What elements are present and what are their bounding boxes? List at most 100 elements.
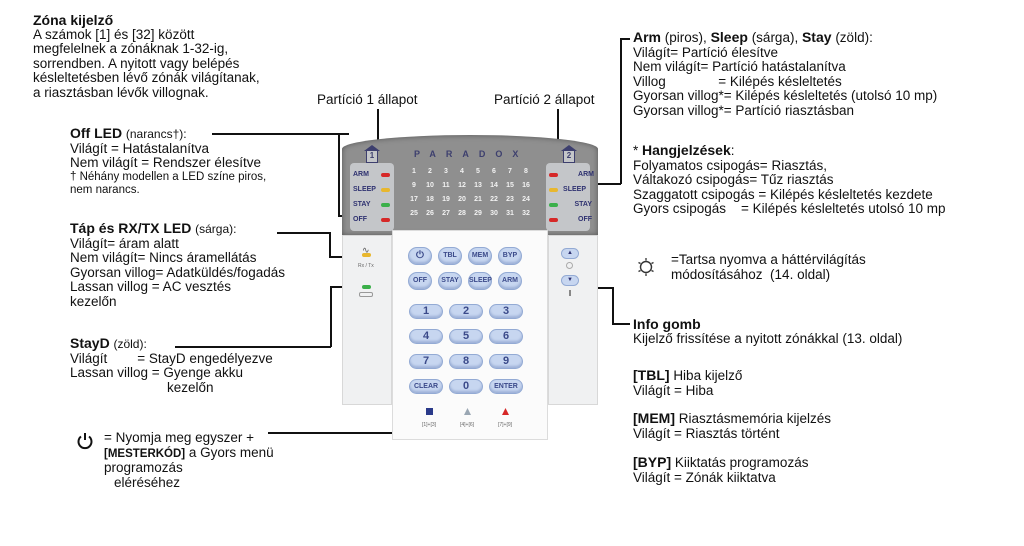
zone-indicator-9: 9 [412,182,416,189]
mem-description: [MEM] Riasztásmemória kijelzés Világít =… [633,411,831,441]
rxtx-label: Rx / Tx [358,263,374,269]
zone-indicator-24: 24 [522,196,530,203]
power-key-line: a Gyors menü [188,444,274,460]
beeps-title: Hangjelzések [642,142,731,158]
key-power[interactable]: ⏻ [408,247,432,265]
zone-indicator-20: 20 [458,196,466,203]
arm-qualifier: (piros), [664,30,707,45]
partition-1-off-led [381,218,390,222]
fire-panic-label: [7]+[9] [498,422,513,428]
zone-indicator-29: 29 [474,210,482,217]
beeps-suffix: : [730,143,735,158]
key-enter[interactable]: ENTER [489,379,523,394]
key-9[interactable]: 9 [489,354,523,369]
zone-indicator-27: 27 [442,210,450,217]
stayd-leader-line [175,346,331,348]
key-3[interactable]: 3 [489,304,523,319]
power-led-title: Táp és RX/TX LED [70,220,192,236]
zone-display-line: A számok [1] és [32] között [33,26,195,42]
zone-indicator-31: 31 [506,210,514,217]
key-byp[interactable]: BYP [498,247,522,265]
key-mem[interactable]: MEM [468,247,492,265]
key-8[interactable]: 8 [449,354,483,369]
ac-power-icon: ∿ [362,245,370,255]
off-led-note: nem narancs. [70,183,140,196]
power-led-line: kezelőn [70,293,117,309]
zone-display-line: megfelelnek a zónáknak 1-32-ig, [33,41,229,56]
partition-1-leader-line [377,109,379,147]
info-icon [569,290,571,296]
key-tbl[interactable]: TBL [438,247,462,265]
medical-panic-label: [4]+[6] [460,422,475,428]
power-key-line: programozás [104,460,183,475]
medical-panic-icon [464,408,471,415]
zone-indicator-26: 26 [426,210,434,217]
beeps-line: Folyamatos csipogás= Riasztás, [633,157,827,173]
partition-1-stay-label: STAY [353,201,371,208]
zone-indicator-18: 18 [426,196,434,203]
key-4[interactable]: 4 [409,329,443,344]
info-button-description: Info gomb Kijelző frissítése a nyitott z… [633,317,902,346]
up-button[interactable]: ▲ [561,248,579,259]
key-off[interactable]: OFF [408,272,432,290]
arm-sleep-stay-leader-line [598,183,621,185]
byp-key-label: [BYP] [633,454,672,470]
mem-key-label: [MEM] [633,410,675,426]
tbl-key-label: [TBL] [633,367,670,383]
power-led-line: Gyorsan villog= Adatküldés/fogadás [70,264,286,280]
power-led-description: Táp és RX/TX LED (sárga): Világít= áram … [70,221,285,309]
key-clear[interactable]: CLEAR [409,379,443,394]
zone-indicator-4: 4 [460,168,464,175]
partition-1-arm-label: ARM [353,171,369,178]
key-stay[interactable]: STAY [438,272,462,290]
off-led-line: Nem világít = Rendszer élesítve [70,155,261,170]
police-panic-label: [1]+[3] [422,422,437,428]
key-arm[interactable]: ARM [498,272,522,290]
key-sleep[interactable]: SLEEP [468,272,492,290]
zone-indicator-3: 3 [444,168,448,175]
byp-description: [BYP] Kiiktatás programozás Világít = Zó… [633,455,808,485]
key-0[interactable]: 0 [449,379,483,394]
beeps-line: Váltakozó csipogás= Tűz riasztás [633,172,834,187]
stayd-led [362,285,371,289]
brand-logo: PARADOX [414,149,529,159]
partition-2-arm-label: ARM [578,171,594,178]
key-5[interactable]: 5 [449,329,483,344]
fire-panic-icon [502,408,509,415]
zone-indicator-14: 14 [490,182,498,189]
key-1[interactable]: 1 [409,304,443,319]
zone-indicator-16: 16 [522,182,530,189]
zone-display-line: késleltetésben lévő zónák világítanak, [33,70,260,85]
info-button-title: Info gomb [633,316,701,332]
key-2[interactable]: 2 [449,304,483,319]
off-led-line: Világít = Hatástalanítva [70,140,209,156]
stayd-description: StayD (zöld): Világít = StayD engedélyez… [70,336,273,395]
partition-2-off-led [549,218,558,222]
stayd-line: Világít = StayD engedélyezve [70,350,273,366]
master-code-label: [MESTERKÓD] [104,447,186,460]
off-led-note: † Néhány modellen a LED színe piros, [70,170,267,183]
info-down-button[interactable]: ▼ [561,275,579,286]
zone-indicator-22: 22 [490,196,498,203]
partition-2-label: Partíció 2 állapot [494,92,595,107]
off-led-qualifier: (narancs†): [125,127,187,141]
zone-indicator-23: 23 [506,196,514,203]
arm-line: Villog = Kilépés késleltetés [633,73,842,89]
key-7[interactable]: 7 [409,354,443,369]
zone-indicator-8: 8 [524,168,528,175]
partition-2-stay-label: STAY [574,201,592,208]
partition-1-sleep-label: SLEEP [353,186,376,193]
arm-line: Gyorsan villog*= Partíció riasztásban [633,102,854,118]
backlight-line: =Tartsa nyomva a háttérvilágítás [671,252,866,267]
off-led-title: Off LED [70,125,123,141]
zone-indicator-2: 2 [428,168,432,175]
partition-1-stay-led [381,203,390,207]
zone-indicator-21: 21 [474,196,482,203]
arm-sleep-stay-description: Arm (piros), Sleep (sárga), Stay (zöld):… [633,30,937,118]
power-led [362,253,371,257]
key-6[interactable]: 6 [489,329,523,344]
arm-line: Világít= Partíció élesítve [633,44,778,60]
backlight-line: módosításához (14. oldal) [671,266,831,282]
byp-title: Kiiktatás programozás [674,455,809,470]
